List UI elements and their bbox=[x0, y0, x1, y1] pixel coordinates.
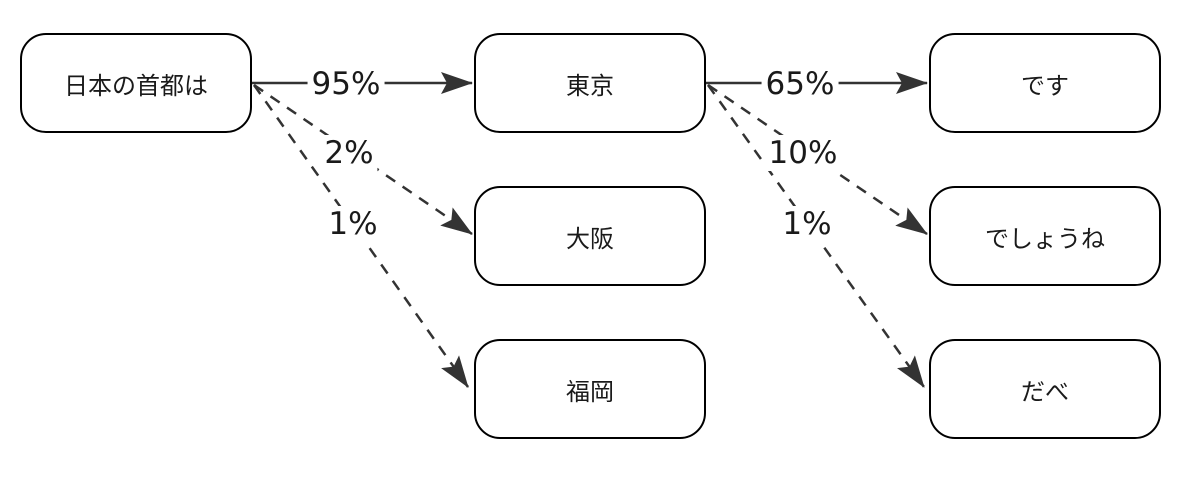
node-fukuoka-label: 福岡 bbox=[566, 377, 614, 406]
edge-label-source-osaka: 2% bbox=[320, 135, 378, 171]
edge-label-source-tokyo: 95% bbox=[307, 66, 385, 102]
edge-label-tokyo-desu: 65% bbox=[761, 66, 839, 102]
node-dabe: だべ bbox=[929, 339, 1161, 439]
edge-label-tokyo-dabe: 1% bbox=[778, 206, 836, 242]
node-deshou: でしょうね bbox=[929, 186, 1161, 286]
node-deshou-label: でしょうね bbox=[985, 224, 1105, 253]
node-osaka-label: 大阪 bbox=[566, 224, 614, 253]
edge-label-source-fukuoka: 1% bbox=[324, 206, 382, 242]
node-tokyo: 東京 bbox=[474, 33, 706, 133]
node-source-label: 日本の首都は bbox=[64, 71, 208, 100]
node-tokyo-label: 東京 bbox=[566, 71, 614, 100]
edge-source-osaka bbox=[253, 83, 473, 236]
node-source: 日本の首都は bbox=[20, 33, 252, 133]
node-fukuoka: 福岡 bbox=[474, 339, 706, 439]
edge-tokyo-deshou bbox=[707, 83, 928, 236]
edge-label-tokyo-deshou: 10% bbox=[764, 135, 842, 171]
node-desu-label: です bbox=[1021, 71, 1069, 100]
node-desu: です bbox=[929, 33, 1161, 133]
node-osaka: 大阪 bbox=[474, 186, 706, 286]
node-dabe-label: だべ bbox=[1021, 377, 1069, 406]
